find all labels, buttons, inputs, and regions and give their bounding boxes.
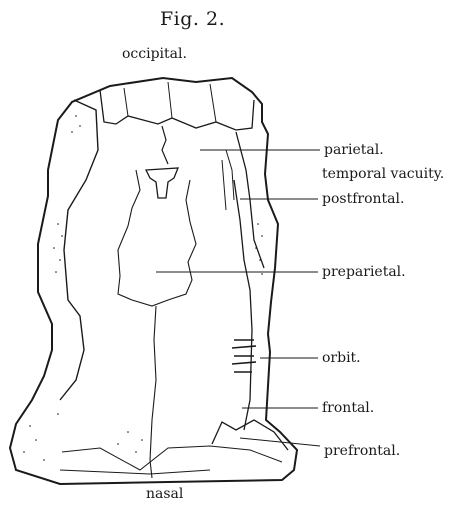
label-temporal-vacuity: temporal vacuity. bbox=[322, 167, 444, 181]
parietal-suture bbox=[162, 126, 168, 164]
label-parietal: parietal. bbox=[324, 143, 384, 157]
label-orbit: orbit. bbox=[322, 351, 361, 365]
left-lateral-bone bbox=[60, 100, 98, 400]
occipital-cap bbox=[100, 90, 254, 130]
nasal-bone bbox=[60, 446, 282, 474]
orbit-mark bbox=[232, 340, 256, 372]
parietal-foramen bbox=[146, 168, 178, 198]
skull-outline bbox=[10, 78, 297, 484]
label-prefrontal: prefrontal. bbox=[324, 444, 400, 458]
stipple-texture bbox=[23, 115, 263, 461]
label-frontal: frontal. bbox=[322, 401, 374, 415]
label-preparietal: preparietal. bbox=[322, 265, 406, 279]
right-lateral-bone bbox=[234, 132, 264, 430]
nasal-label: nasal bbox=[146, 487, 183, 501]
temporal-vacuity-mark bbox=[222, 150, 234, 210]
label-postfrontal: postfrontal. bbox=[322, 192, 404, 206]
frontal-suture bbox=[150, 306, 156, 478]
occipital-sutures bbox=[124, 82, 216, 122]
prefrontal-bone bbox=[212, 420, 288, 450]
